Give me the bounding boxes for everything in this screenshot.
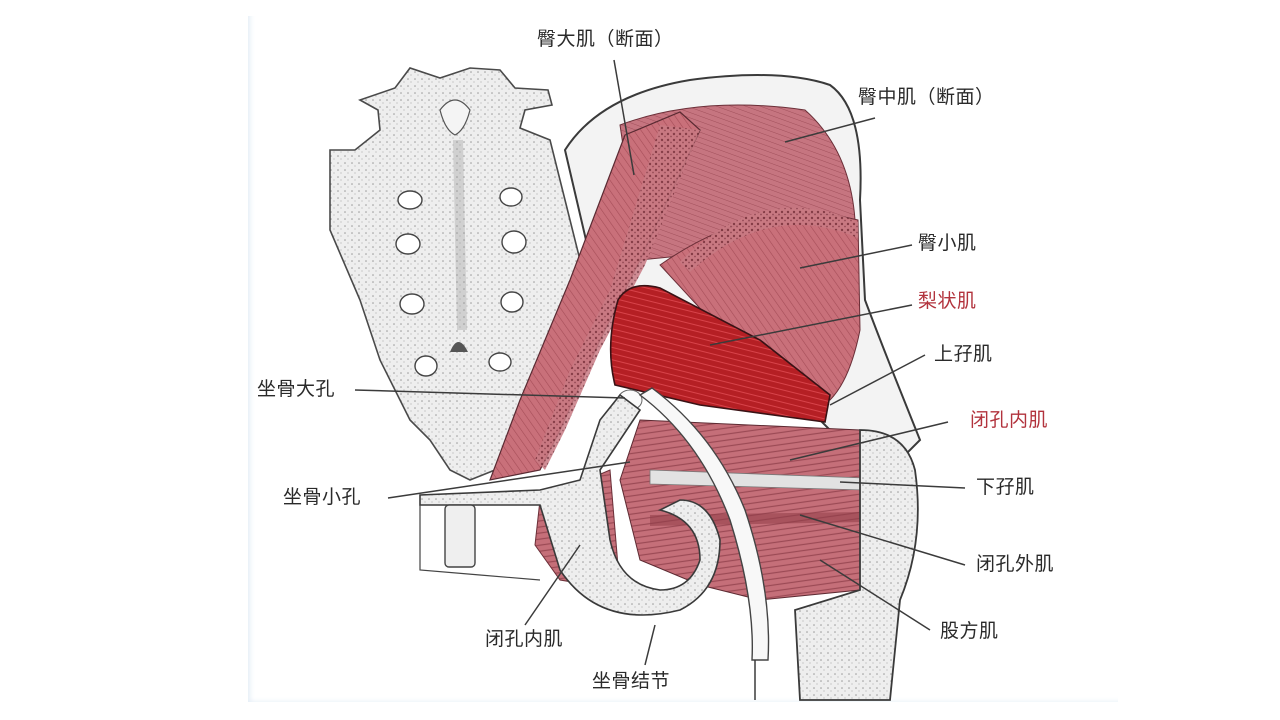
label-piriformis: 梨状肌 <box>918 290 977 312</box>
label-gemellus-inferior: 下孖肌 <box>976 476 1035 498</box>
label-lesser-sciatic-foramen: 坐骨小孔 <box>283 486 362 508</box>
label-gluteus-minimus: 臀小肌 <box>918 232 977 254</box>
label-obturator-internus-bottom: 闭孔内肌 <box>485 628 564 650</box>
label-quadratus-femoris: 股方肌 <box>940 620 999 642</box>
femur <box>794 429 919 701</box>
label-gemellus-superior: 上孖肌 <box>934 343 993 365</box>
sacrotuberous-ligament <box>638 387 770 661</box>
label-gluteus-medius-cut: 臀中肌（断面） <box>858 86 995 108</box>
label-gluteus-maximus-cut: 臀大肌（断面） <box>537 28 674 50</box>
label-greater-sciatic-foramen: 坐骨大孔 <box>257 378 336 400</box>
label-obturator-internus-right: 闭孔内肌 <box>970 409 1049 431</box>
ischium <box>419 393 721 616</box>
label-obturator-externus: 闭孔外肌 <box>976 553 1055 575</box>
label-ischial-tuberosity: 坐骨结节 <box>592 670 671 692</box>
piriformis-muscle <box>609 284 831 423</box>
leader-lines <box>354 59 966 700</box>
